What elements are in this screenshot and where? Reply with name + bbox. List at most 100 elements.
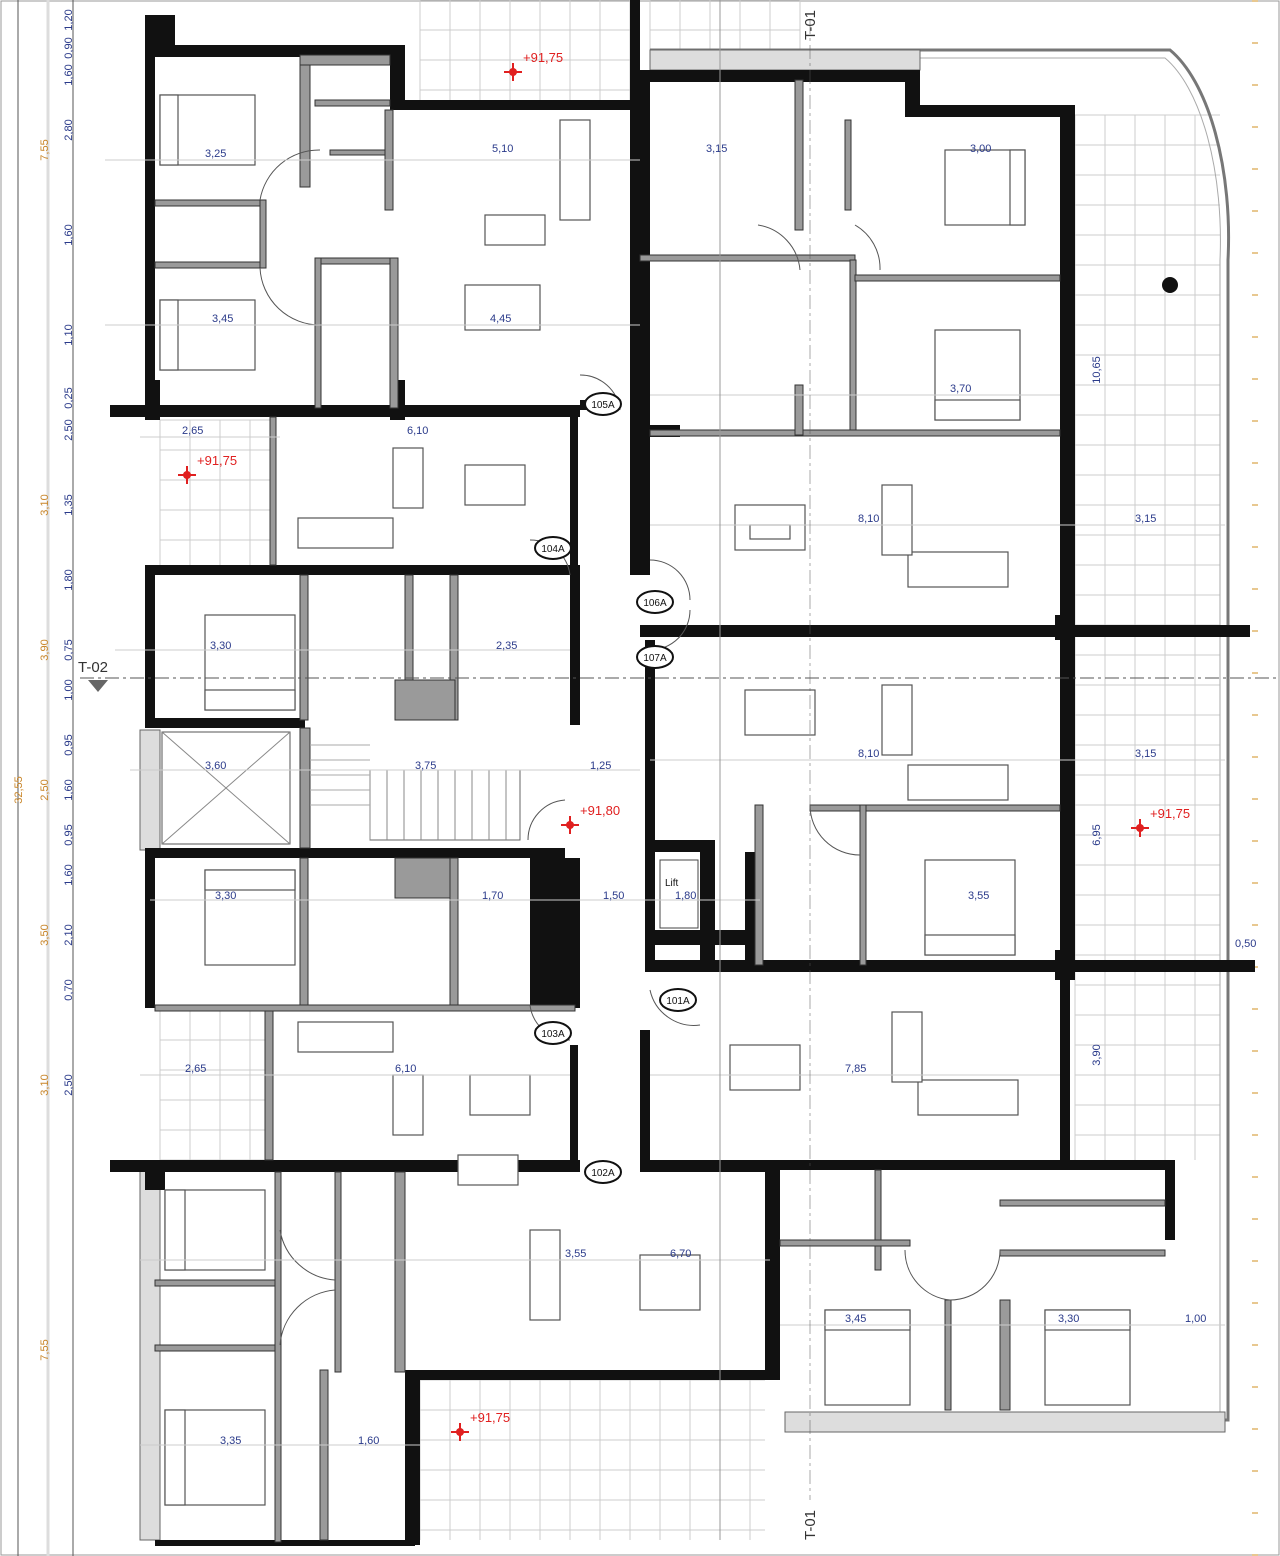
room-dimension: 2,65 — [182, 425, 203, 437]
inner-dimension: 1,35 — [63, 494, 75, 515]
room-dimension: 6,10 — [407, 425, 428, 437]
dimension-lines — [105, 0, 1225, 1540]
staircase — [310, 744, 521, 841]
outer-dimension: 7,55 — [39, 139, 51, 160]
outer-dimension: 7,55 — [39, 1339, 51, 1360]
elevation-marker-icon — [566, 821, 574, 829]
inner-dimension: 2,10 — [63, 924, 75, 945]
planter — [784, 1411, 1226, 1433]
room-dimension: 3,30 — [215, 890, 236, 902]
unit-tag-label: 104A — [541, 544, 565, 555]
walls — [110, 0, 1255, 1546]
room-dimension: 1,00 — [1185, 1313, 1206, 1325]
unit-tag-badge — [636, 645, 674, 669]
outer-dimension: 3,10 — [39, 1074, 51, 1095]
unit-tag-label: 105A — [591, 400, 615, 411]
room-dimension: 3,15 — [1135, 513, 1156, 525]
right-dimension: 3,90 — [1091, 1044, 1103, 1065]
right-dimension: 10,65 — [1091, 356, 1103, 384]
unit-tag-badge — [584, 1160, 622, 1184]
room-dimension: 3,45 — [845, 1313, 866, 1325]
room-dimension: 1,70 — [482, 890, 503, 902]
lift-label: Lift — [665, 878, 679, 889]
furniture — [159, 94, 1131, 1506]
room-dimension: 3,55 — [968, 890, 989, 902]
elevation-label: +91,75 — [470, 1410, 510, 1425]
inner-dimension: 0,95 — [63, 824, 75, 845]
inner-dimension: 1,60 — [63, 864, 75, 885]
room-dimension: 1,50 — [603, 890, 624, 902]
room-dimension: 2,35 — [496, 640, 517, 652]
inner-dimension: 0,25 — [63, 387, 75, 408]
inner-dimension: 1,60 — [63, 224, 75, 245]
unit-tag-label: 101A — [666, 996, 690, 1007]
inner-dimension: 1,00 — [63, 679, 75, 700]
elevation-label: +91,75 — [197, 453, 237, 468]
room-dimension: 4,45 — [490, 313, 511, 325]
outer-dimension: 3,50 — [39, 924, 51, 945]
room-dimension: 3,00 — [970, 143, 991, 155]
inner-dimension: 0,70 — [63, 979, 75, 1000]
planter — [139, 729, 161, 851]
section-mark-T-01-top: T-01 — [802, 10, 819, 40]
elevation-marker-icon — [1136, 824, 1144, 832]
room-dimension: 3,15 — [706, 143, 727, 155]
elevation-label: +91,80 — [580, 803, 620, 818]
lift-shaft — [161, 731, 699, 929]
room-dimension: 3,75 — [415, 760, 436, 772]
inner-dimension: 1,60 — [63, 64, 75, 85]
room-dimension: 5,10 — [492, 143, 513, 155]
room-dimension: 1,60 — [358, 1435, 379, 1447]
room-dimension: 8,10 — [858, 748, 879, 760]
room-dimension: 8,10 — [858, 513, 879, 525]
column-dot — [1162, 277, 1178, 293]
terrace-outline — [650, 48, 1231, 1422]
room-dimension: 2,65 — [185, 1063, 206, 1075]
inner-dimension: 1,20 — [63, 9, 75, 30]
total-dimension: 32,55 — [13, 776, 25, 804]
unit-tag-badge — [534, 536, 572, 560]
unit-tag-label: 106A — [643, 598, 667, 609]
unit-tag-label: 103A — [541, 1029, 565, 1040]
elevation-label: +91,75 — [1150, 806, 1190, 821]
unit-tag-badge — [636, 590, 674, 614]
room-dimension: 3,30 — [1058, 1313, 1079, 1325]
inner-dimension: 2,50 — [63, 1074, 75, 1095]
room-dimension: 1,25 — [590, 760, 611, 772]
room-dimension: 6,10 — [395, 1063, 416, 1075]
room-dimension: 1,80 — [675, 890, 696, 902]
inner-dimension: 1,60 — [63, 779, 75, 800]
inner-dimension: 0,90 — [63, 37, 75, 58]
section-arrow-icon — [88, 680, 108, 692]
elevation-label: +91,75 — [523, 50, 563, 65]
outer-dimension: 3,10 — [39, 494, 51, 515]
planter — [649, 49, 921, 71]
outer-dimension: 2,50 — [39, 779, 51, 800]
room-dimension: 7,85 — [845, 1063, 866, 1075]
room-dimension: 3,30 — [210, 640, 231, 652]
room-dimension: 3,45 — [212, 313, 233, 325]
unit-tag-badge — [584, 392, 622, 416]
unit-tag-badge — [534, 1021, 572, 1045]
elevation-marker-icon — [456, 1428, 464, 1436]
inner-dimension: 0,95 — [63, 734, 75, 755]
room-dimension: 3,25 — [205, 148, 226, 160]
room-dimension: 3,55 — [565, 1248, 586, 1260]
unit-tag-badge — [659, 988, 697, 1012]
room-dimension: 6,70 — [670, 1248, 691, 1260]
outer-dimension: 3,90 — [39, 639, 51, 660]
partitions — [154, 54, 1166, 1543]
unit-tag-label: 107A — [643, 653, 667, 664]
room-dimension: 3,15 — [1135, 748, 1156, 760]
room-dimension: 3,70 — [950, 383, 971, 395]
section-mark-T-01-bottom: T-01 — [802, 1510, 819, 1540]
room-dimension: 0,50 — [1235, 938, 1256, 950]
inner-dimension: 2,50 — [63, 419, 75, 440]
elevation-marker-icon — [509, 68, 517, 76]
inner-dimension: 0,75 — [63, 639, 75, 660]
unit-tag-label: 102A — [591, 1168, 615, 1179]
elevation-marker-icon — [183, 471, 191, 479]
room-dimension: 3,35 — [220, 1435, 241, 1447]
right-dimension: 6,95 — [1091, 824, 1103, 845]
